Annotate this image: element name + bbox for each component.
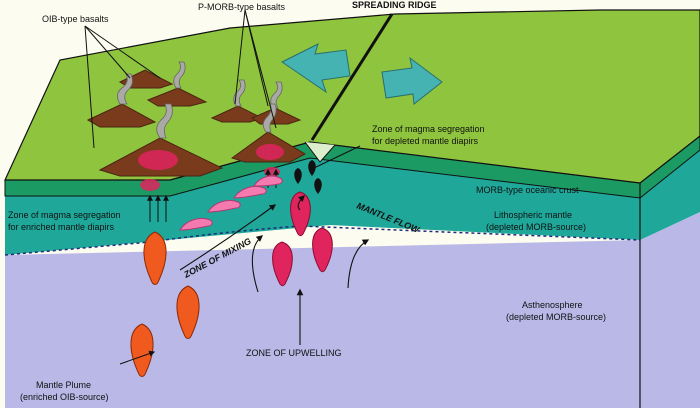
- label-zone-enriched-2: for enriched mantle diapirs: [8, 222, 115, 232]
- label-asthenosphere-1: Asthenosphere: [522, 300, 583, 310]
- volcano-1: [86, 103, 157, 128]
- depleted-diapirs: [272, 191, 333, 287]
- mixing-diapirs: [179, 175, 283, 231]
- spreading-ridge-line: [310, 13, 394, 141]
- spreading-arrow-left: [281, 43, 351, 94]
- plume-diapirs: [130, 231, 200, 377]
- volcano-3: [146, 87, 208, 107]
- eruption-plumes: [117, 61, 283, 139]
- leader-lines: [84, 9, 361, 365]
- depleted-diapir-3: [272, 241, 293, 287]
- spreading-arrow-right: [381, 56, 443, 105]
- label-zone-depleted-1: Zone of magma segregation: [372, 124, 485, 134]
- label-asthenosphere-2: (depleted MORB-source): [506, 312, 606, 322]
- plume-diapir-3: [130, 323, 154, 377]
- plume-diapir-2: [176, 285, 200, 339]
- label-zone-depleted-2: for depleted mantle diapirs: [372, 136, 479, 146]
- label-spreading-ridge: SPREADING RIDGE: [352, 0, 437, 10]
- label-morb-crust: MORB-type oceanic crust: [476, 185, 579, 195]
- label-zone-enriched-1: Zone of magma segregation: [8, 210, 121, 220]
- label-lithospheric-1: Lithospheric mantle: [494, 210, 572, 220]
- lithospheric-mantle-layer: [5, 150, 700, 255]
- lithosphere-base-line: [4, 225, 641, 256]
- small-black-drops: [294, 160, 322, 194]
- label-mantle-plume-1: Mantle Plume: [36, 380, 91, 390]
- mantle-flow-arrows: [179, 195, 370, 345]
- depleted-diapir-2: [312, 227, 333, 273]
- depleted-diapir-1: [290, 191, 311, 237]
- label-zone-of-upwelling: ZONE OF UPWELLING: [246, 348, 342, 358]
- label-mantle-plume-2: (enriched OIB-source): [20, 392, 109, 402]
- asthenosphere-layer: [5, 212, 700, 408]
- label-lithospheric-2: (depleted MORB-source): [486, 222, 586, 232]
- label-oib-basalts: OIB-type basalts: [42, 14, 109, 24]
- plume-diapir-1: [143, 231, 167, 285]
- ridge-trough: [304, 141, 336, 163]
- label-pmorb-basalts: P-MORB-type basalts: [198, 2, 286, 12]
